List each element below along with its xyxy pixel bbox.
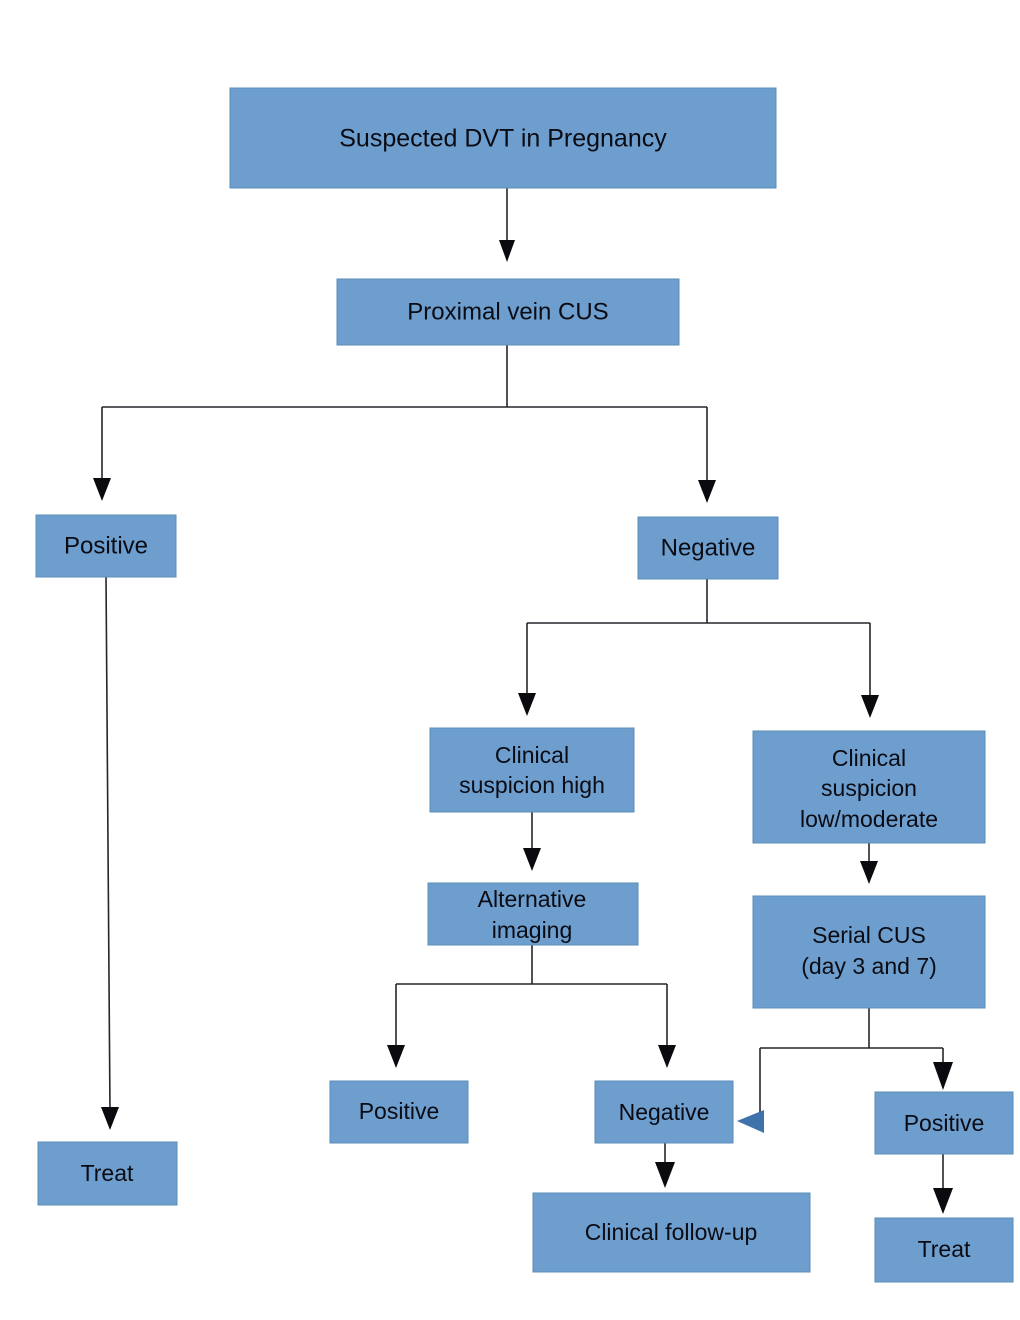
node-label: Treat xyxy=(81,1160,134,1186)
node-clinical-follow-up[interactable]: Clinical follow-up xyxy=(532,1192,811,1273)
edges-layer xyxy=(93,188,953,1214)
node-negative-alternative[interactable]: Negative xyxy=(594,1080,734,1144)
node-label: Negative xyxy=(661,534,756,561)
edge-negative-to-follow-up xyxy=(655,1143,675,1188)
node-treat-left[interactable]: Treat xyxy=(37,1141,178,1206)
edge-negative-to-suspicion-high xyxy=(518,623,536,716)
node-box xyxy=(429,727,635,813)
node-label-line-1: Alternative xyxy=(478,886,587,912)
node-box xyxy=(594,1080,734,1144)
node-label: Proximal vein CUS xyxy=(407,298,608,325)
node-box xyxy=(874,1091,1014,1155)
node-label: Positive xyxy=(64,532,148,559)
node-box xyxy=(532,1192,811,1273)
node-label: Negative xyxy=(619,1099,710,1125)
node-label-line-2: (day 3 and 7) xyxy=(801,953,937,979)
node-label: Positive xyxy=(359,1098,440,1124)
node-label-line-3: low/moderate xyxy=(800,806,938,832)
node-box xyxy=(229,87,777,189)
node-label: Clinical follow-up xyxy=(585,1219,758,1245)
node-box xyxy=(874,1217,1014,1283)
nodes-layer: Suspected DVT in Pregnancy Proximal vein… xyxy=(35,87,1014,1283)
node-box xyxy=(637,516,779,580)
edge-suspicion-high-to-alternative xyxy=(523,812,541,871)
node-box xyxy=(427,882,639,946)
edge-suspected-to-proximal xyxy=(499,188,515,262)
node-label-line-1: Clinical xyxy=(495,742,569,768)
edge-proximal-to-positive xyxy=(93,407,111,501)
node-box xyxy=(752,730,986,844)
edge-alternative-split xyxy=(396,945,667,985)
node-label: Suspected DVT in Pregnancy xyxy=(339,125,667,153)
node-clinical-suspicion-high[interactable]: Clinical suspicion high xyxy=(429,727,635,813)
node-box xyxy=(35,514,177,578)
node-label-line-2: suspicion xyxy=(821,775,917,801)
edge-serial-split xyxy=(760,1008,943,1049)
node-suspected-dvt[interactable]: Suspected DVT in Pregnancy xyxy=(229,87,777,189)
node-alternative-imaging[interactable]: Alternative imaging xyxy=(427,882,639,946)
edge-proximal-split xyxy=(102,345,707,408)
node-label: Positive xyxy=(904,1110,985,1136)
edge-serial-to-positive xyxy=(933,1048,953,1090)
edge-positive-serial-to-treat xyxy=(933,1154,953,1214)
node-positive-serial[interactable]: Positive xyxy=(874,1091,1014,1155)
node-label-line-1: Serial CUS xyxy=(812,922,926,948)
node-serial-cus[interactable]: Serial CUS (day 3 and 7) xyxy=(752,895,986,1009)
edge-suspicion-low-to-serial xyxy=(860,843,878,884)
node-label-line-2: suspicion high xyxy=(459,772,605,798)
node-box xyxy=(752,895,986,1009)
edge-alternative-to-positive xyxy=(387,984,405,1068)
node-label-line-2: imaging xyxy=(492,917,573,943)
node-clinical-suspicion-low-moderate[interactable]: Clinical suspicion low/moderate xyxy=(752,730,986,844)
edge-proximal-to-negative xyxy=(698,407,716,503)
node-treat-right[interactable]: Treat xyxy=(874,1217,1014,1283)
node-box xyxy=(329,1080,469,1144)
node-label-line-1: Clinical xyxy=(832,745,906,771)
edge-positive-proximal-to-treat xyxy=(101,576,119,1130)
node-negative-proximal[interactable]: Negative xyxy=(637,516,779,580)
node-positive-alternative[interactable]: Positive xyxy=(329,1080,469,1144)
node-label: Treat xyxy=(918,1236,971,1262)
edge-negative-split xyxy=(527,579,870,624)
node-positive-proximal[interactable]: Positive xyxy=(35,514,177,578)
node-box xyxy=(336,278,680,346)
node-box xyxy=(37,1141,178,1206)
edge-negative-to-suspicion-low xyxy=(861,623,879,718)
edge-serial-to-negative xyxy=(737,1048,764,1133)
edge-alternative-to-negative xyxy=(658,984,676,1068)
node-proximal-vein-cus[interactable]: Proximal vein CUS xyxy=(336,278,680,346)
